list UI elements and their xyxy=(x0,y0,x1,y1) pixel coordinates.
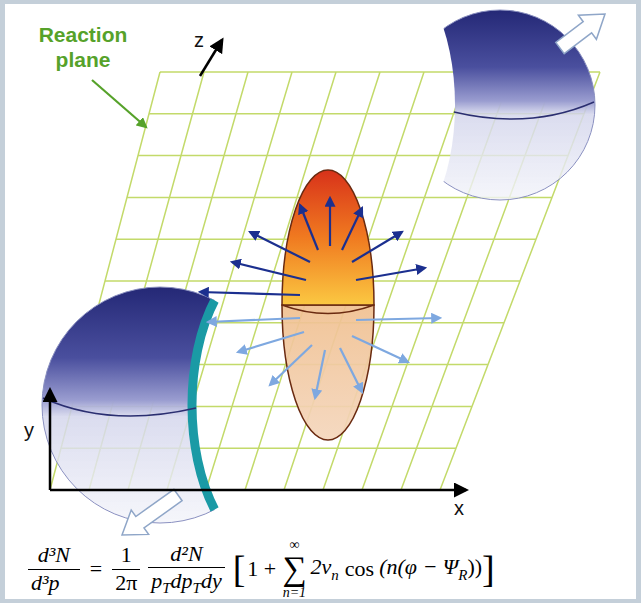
fraction: d²NpTdpTdy xyxy=(148,542,224,597)
fraction: 12π xyxy=(112,543,140,594)
zone-lower xyxy=(282,305,374,440)
flow-arrow xyxy=(300,205,318,250)
formula-symbol: d³p⃗ xyxy=(31,570,77,595)
formula-symbol: p xyxy=(151,568,162,593)
sum-limit: n=1 xyxy=(283,586,306,600)
bracket: [ xyxy=(233,550,246,588)
flow-arrow xyxy=(208,318,300,322)
flow-arrow xyxy=(352,232,402,262)
numerator: d²N xyxy=(167,542,205,567)
flow-arrow xyxy=(238,332,304,352)
zone-upper xyxy=(282,170,374,305)
flow-arrow xyxy=(270,345,312,385)
flow-arrow xyxy=(200,292,300,295)
flow-arrow xyxy=(250,232,310,262)
flow-arrow xyxy=(352,336,408,362)
formula-subscript: R xyxy=(458,567,467,583)
denominator: pTdpTdy xyxy=(148,567,224,597)
formula-symbol: dy xyxy=(201,568,222,593)
axis-label: x xyxy=(454,496,464,520)
y-axis xyxy=(49,390,52,490)
formula-symbol: d²N xyxy=(170,541,202,566)
formula-symbol: 1 + xyxy=(247,556,276,582)
formula-subscript: n xyxy=(331,567,339,583)
flow-arrows-upper xyxy=(200,198,425,295)
formula-symbol: d³N xyxy=(38,542,70,567)
equator-line xyxy=(454,102,594,119)
flow-arrow xyxy=(315,350,325,398)
flow-arrow xyxy=(340,348,362,392)
formula-symbol: 2v xyxy=(311,554,332,579)
formula-subscript: T xyxy=(162,580,170,596)
flow-arrow xyxy=(356,268,425,280)
plane-label: Reaction plane xyxy=(18,22,148,72)
leader-line xyxy=(92,80,146,127)
denominator: 2π xyxy=(112,569,140,595)
denominator: d³p⃗ xyxy=(28,569,80,595)
formula-symbol: )) xyxy=(467,554,482,579)
zone-equator xyxy=(282,305,374,314)
numerator: 1 xyxy=(118,543,135,568)
axis-label: z xyxy=(194,28,204,52)
bracket: ] xyxy=(482,550,495,588)
formula-term: 2vn xyxy=(311,554,339,583)
formula: d³Nd³p⃗=12πd²NpTdpTdy[1 +∞∑n=12vncos(n(φ… xyxy=(24,538,495,600)
flow-arrow xyxy=(329,198,331,246)
flow-arrow xyxy=(342,208,362,250)
formula-symbol: 1 xyxy=(121,542,132,567)
equator-line xyxy=(43,398,196,416)
formula-symbol: dp xyxy=(171,568,193,593)
formula-symbol: 2π xyxy=(115,570,137,595)
sum-symbol: ∑ xyxy=(282,552,306,586)
flow-arrow xyxy=(356,318,440,320)
formula-symbol: (n(φ − Ψ xyxy=(379,554,458,579)
formula-symbol: cos xyxy=(345,556,374,582)
sum-sign: ∞∑n=1 xyxy=(282,538,306,600)
overlap-zone xyxy=(282,170,374,440)
motion-arrow xyxy=(122,489,182,535)
flow-arrows-lower xyxy=(208,318,440,398)
background xyxy=(5,4,636,599)
axes xyxy=(50,40,466,490)
motion-arrow xyxy=(556,14,605,54)
nucleus-sphere xyxy=(42,287,278,523)
fraction: d³N d³p⃗ xyxy=(28,543,80,594)
axis-label: y xyxy=(24,418,34,442)
sum-limit: ∞ xyxy=(289,538,299,552)
formula-symbol: = xyxy=(90,556,102,582)
formula-term: (n(φ − ΨR)) xyxy=(379,554,482,583)
x-axis xyxy=(50,489,466,492)
formula-subscript: T xyxy=(193,580,201,596)
numerator: d³N xyxy=(35,543,73,568)
flow-arrow xyxy=(232,262,306,280)
